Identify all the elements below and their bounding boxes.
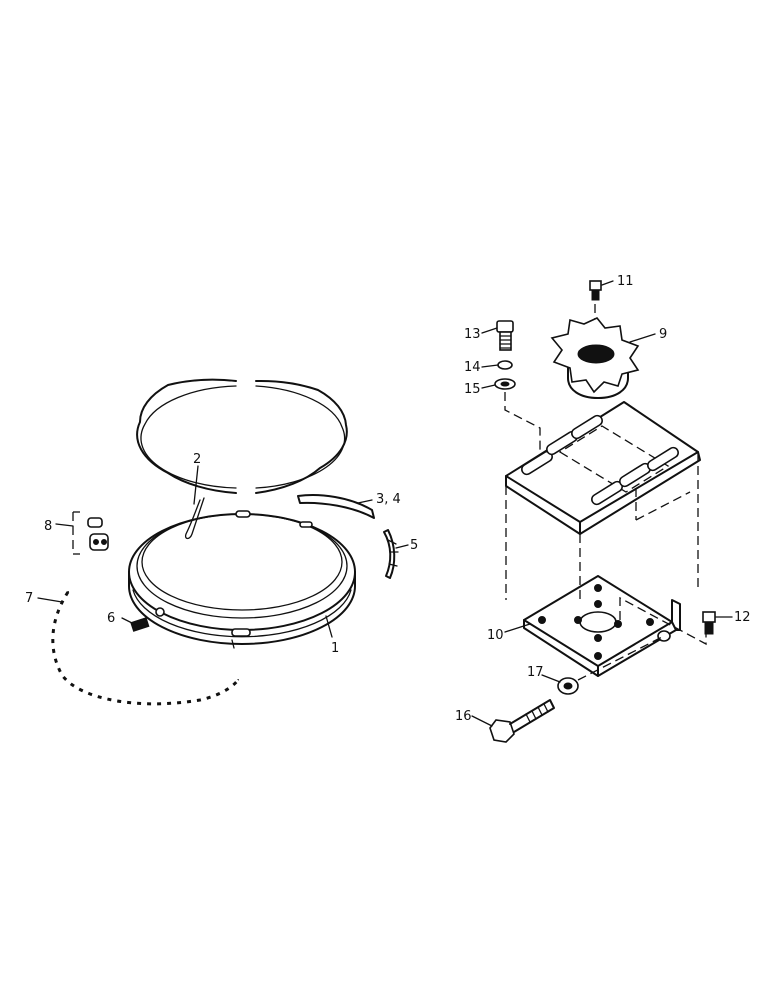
callout-17: 17 xyxy=(527,665,544,680)
wire-hook xyxy=(184,497,205,540)
roller-chain xyxy=(49,590,241,708)
leader-lines xyxy=(37,280,733,727)
long-bolt xyxy=(489,699,555,743)
bolt-side xyxy=(702,611,716,635)
callout-3-4: 3, 4 xyxy=(376,492,401,507)
hex-nut xyxy=(557,677,579,695)
drive-ring xyxy=(128,510,356,649)
bolt-short xyxy=(496,320,514,351)
callout-15: 15 xyxy=(464,382,481,397)
callout-10: 10 xyxy=(487,628,504,643)
connecting-link xyxy=(72,511,109,555)
callout-5: 5 xyxy=(410,538,418,553)
callout-6: 6 xyxy=(107,611,115,626)
base-plate xyxy=(523,575,681,677)
flexible-strip xyxy=(297,494,375,519)
guide-line-nut xyxy=(577,635,665,681)
segment-clip xyxy=(383,529,399,579)
split-ring xyxy=(136,378,348,494)
callout-2: 2 xyxy=(193,452,201,467)
callout-8: 8 xyxy=(44,519,52,534)
lock-washer xyxy=(497,360,513,370)
callout-12: 12 xyxy=(734,610,751,625)
flat-washer xyxy=(494,378,516,390)
callout-14: 14 xyxy=(464,360,481,375)
mounting-bracket xyxy=(505,401,701,600)
callout-9: 9 xyxy=(659,327,667,342)
callout-7: 7 xyxy=(25,591,33,606)
callout-11: 11 xyxy=(617,274,634,289)
set-screw xyxy=(130,617,150,632)
sprocket xyxy=(550,317,640,399)
guide-line-bolt xyxy=(504,392,541,460)
callout-1: 1 xyxy=(331,641,339,656)
callout-16: 16 xyxy=(455,709,472,724)
screw-top xyxy=(589,280,602,301)
callout-13: 13 xyxy=(464,327,481,342)
